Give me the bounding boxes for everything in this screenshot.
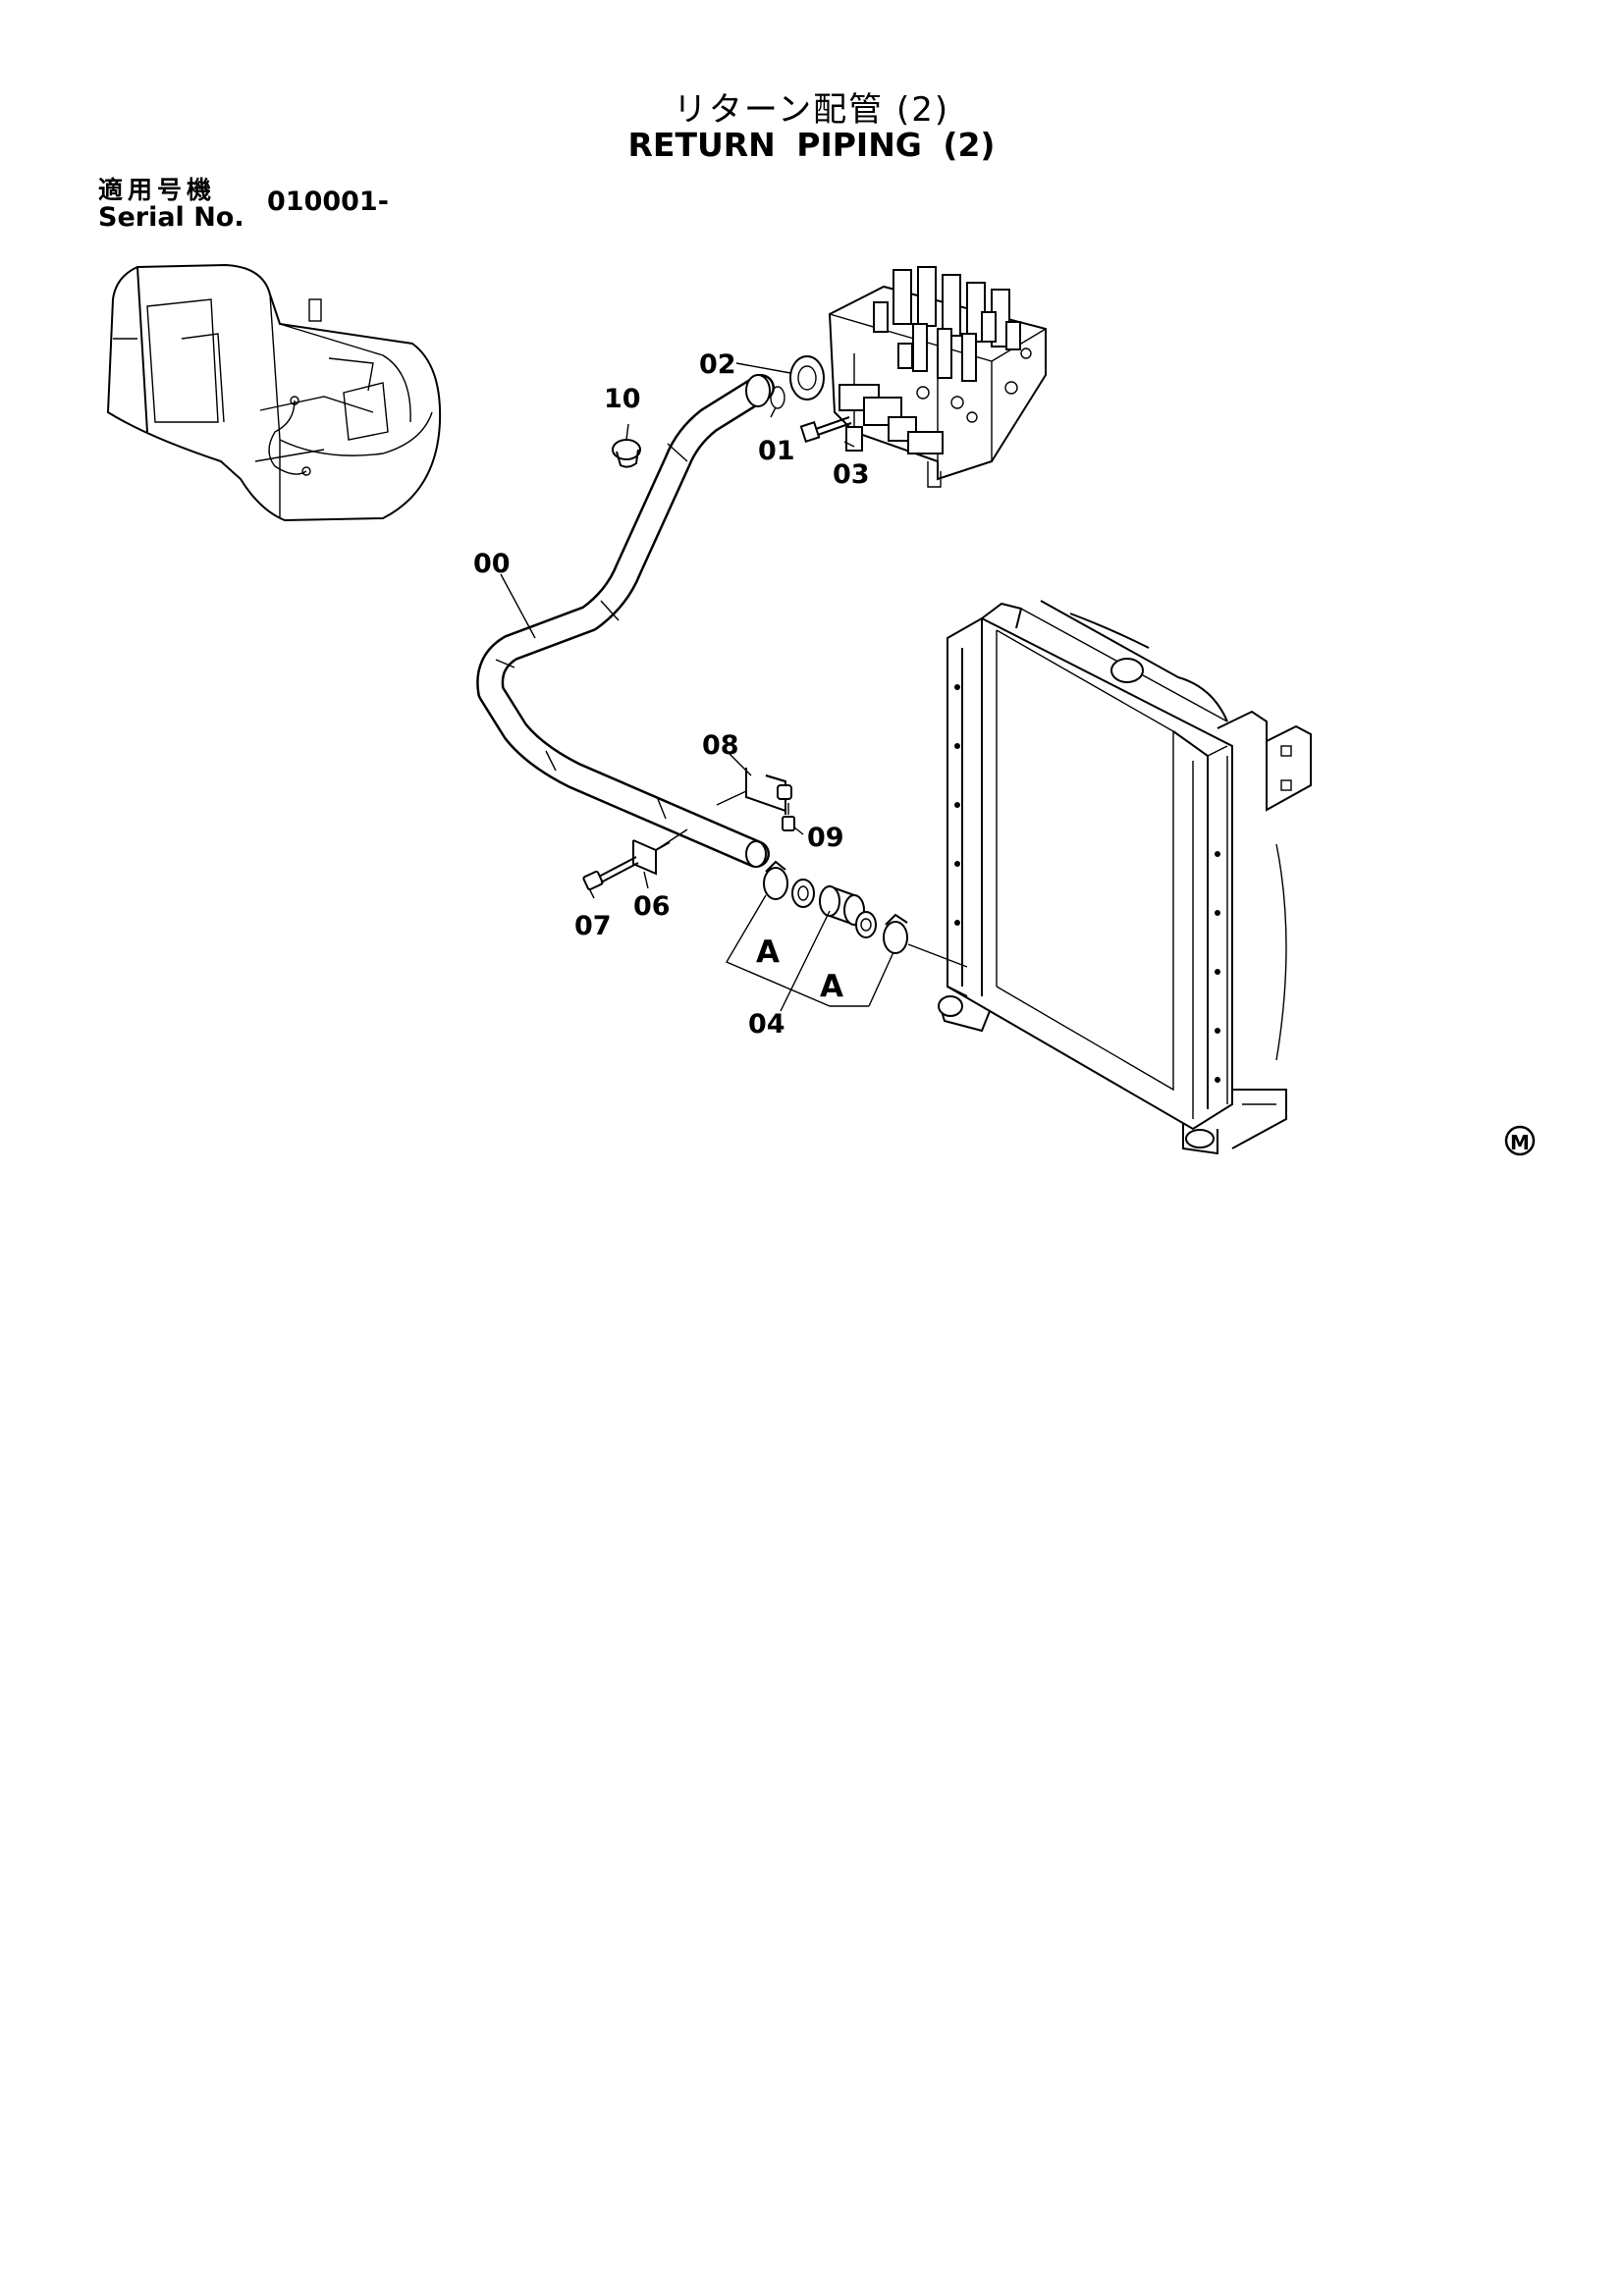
leader-lines: [500, 362, 855, 899]
title-japanese: リターン配管 (2): [673, 90, 950, 130]
callout-09: 09: [807, 823, 844, 853]
callout-A-left: A: [756, 934, 780, 970]
callout-10: 10: [604, 384, 641, 414]
clamp-06: [632, 828, 688, 876]
bolt-03: [799, 416, 852, 444]
flange-02: [789, 355, 825, 400]
callout-06: 06: [633, 891, 671, 922]
plug-10: [612, 439, 641, 468]
callout-03: 03: [833, 459, 870, 490]
callout-02: 02: [699, 349, 736, 380]
callout-01: 01: [758, 436, 795, 466]
o-ring-01: [770, 386, 785, 409]
callout-08: 08: [702, 730, 739, 761]
excavator-thumbnail: [106, 263, 442, 522]
control-valve: [828, 266, 1047, 488]
serial-label-english: Serial No.: [98, 202, 244, 233]
m-mark-symbol: M: [1504, 1125, 1536, 1156]
callout-00: 00: [473, 549, 511, 579]
bolt-09: [782, 803, 795, 831]
serial-number-value: 010001-: [267, 187, 389, 217]
hose-joint-04: [725, 860, 968, 1012]
bolt-07: [582, 856, 639, 891]
callout-07: 07: [574, 911, 612, 941]
radiator-assembly: [938, 600, 1312, 1155]
return-pipe-00: [476, 374, 775, 868]
callout-A-right: A: [820, 969, 843, 1004]
callout-04: 04: [748, 1009, 785, 1040]
title-english: RETURN PIPING (2): [627, 126, 996, 164]
serial-label-japanese: 適用号機: [98, 176, 217, 204]
svg-text:M: M: [1510, 1131, 1530, 1154]
bracket-08: [716, 768, 792, 815]
